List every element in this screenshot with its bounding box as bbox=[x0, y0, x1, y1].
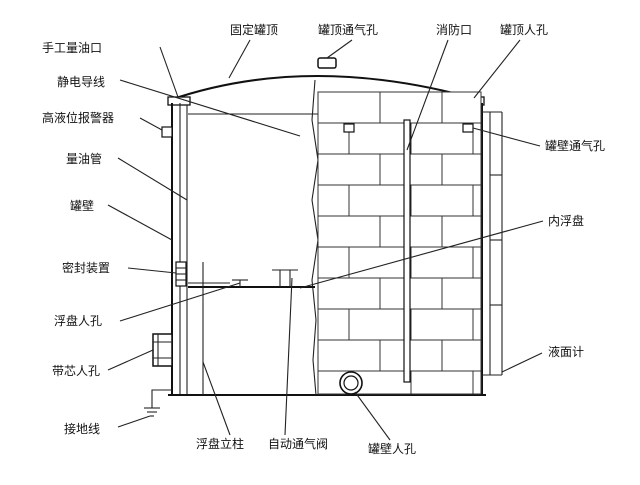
brick bbox=[472, 246, 482, 279]
leader-lines bbox=[107, 39, 544, 441]
brick bbox=[348, 122, 412, 155]
brick bbox=[379, 215, 443, 248]
brick bbox=[410, 184, 474, 217]
brick bbox=[441, 277, 482, 310]
brick bbox=[317, 153, 381, 186]
label-wall-manhole: 罐壁人孔 bbox=[368, 441, 416, 456]
wall-manhole-circle bbox=[339, 371, 363, 395]
brick bbox=[379, 153, 443, 186]
brick bbox=[317, 246, 350, 279]
label-floating-manhole: 浮盘人孔 bbox=[54, 313, 102, 328]
fixed-roof bbox=[169, 75, 481, 101]
label-fixed-roof: 固定罐顶 bbox=[230, 22, 278, 37]
left-rim bbox=[167, 96, 191, 106]
label-inner-float: 内浮盘 bbox=[548, 213, 584, 228]
brick bbox=[317, 91, 381, 124]
brick bbox=[410, 246, 474, 279]
label-wall-vent: 罐壁通气孔 bbox=[545, 138, 605, 153]
brick bbox=[317, 215, 381, 248]
brick bbox=[348, 246, 412, 279]
label-float-column: 浮盘立柱 bbox=[196, 436, 244, 451]
internal-fittings bbox=[144, 119, 474, 417]
label-auto-vent-valve: 自动通气阀 bbox=[268, 436, 328, 451]
brick-wall bbox=[317, 91, 482, 395]
label-level-gauge: 液面计 bbox=[548, 344, 584, 359]
brick bbox=[441, 153, 482, 186]
cutaway-edge bbox=[311, 79, 319, 396]
brick bbox=[317, 184, 350, 217]
label-seal-device: 密封装置 bbox=[62, 260, 110, 275]
brick bbox=[379, 277, 443, 310]
brick bbox=[379, 91, 443, 124]
label-manual-gauge-port: 手工量油口 bbox=[42, 41, 102, 55]
fire-port-rod bbox=[403, 119, 411, 383]
label-fire-port: 消防口 bbox=[436, 22, 472, 37]
brick bbox=[317, 308, 350, 341]
roof-vent-cap bbox=[317, 57, 337, 69]
brick bbox=[410, 370, 474, 395]
brick bbox=[348, 184, 412, 217]
brick bbox=[317, 339, 381, 372]
label-ground-wire: 接地线 bbox=[64, 421, 100, 436]
brick bbox=[441, 215, 482, 248]
ground-wire-path bbox=[151, 389, 172, 408]
brick bbox=[472, 122, 482, 155]
core-manhole-flange bbox=[152, 333, 173, 367]
brick bbox=[317, 277, 381, 310]
brick bbox=[379, 339, 443, 372]
brick bbox=[472, 308, 482, 341]
label-static-wire: 静电导线 bbox=[57, 75, 105, 89]
brick bbox=[348, 308, 412, 341]
label-high-level-alarm: 高液位报警器 bbox=[42, 110, 114, 125]
label-tank-wall: 罐壁 bbox=[70, 198, 94, 213]
labels: 手工量油口 静电导线 高液位报警器 量油管 罐壁 密封装置 浮盘人孔 带芯人孔 … bbox=[42, 22, 605, 456]
wall-vent-box-2 bbox=[462, 123, 474, 133]
brick bbox=[472, 184, 482, 217]
high-level-alarm-box bbox=[161, 126, 173, 138]
wall-vent-box-1 bbox=[343, 123, 355, 133]
label-core-manhole: 带芯人孔 bbox=[52, 364, 100, 378]
level-gauge-assembly bbox=[482, 111, 503, 376]
label-roof-vent: 罐顶通气孔 bbox=[318, 22, 378, 37]
brick bbox=[441, 339, 482, 372]
label-gauge-pipe: 量油管 bbox=[66, 151, 102, 166]
label-roof-manhole: 罐顶人孔 bbox=[500, 23, 548, 37]
brick bbox=[410, 308, 474, 341]
brick bbox=[472, 370, 482, 395]
